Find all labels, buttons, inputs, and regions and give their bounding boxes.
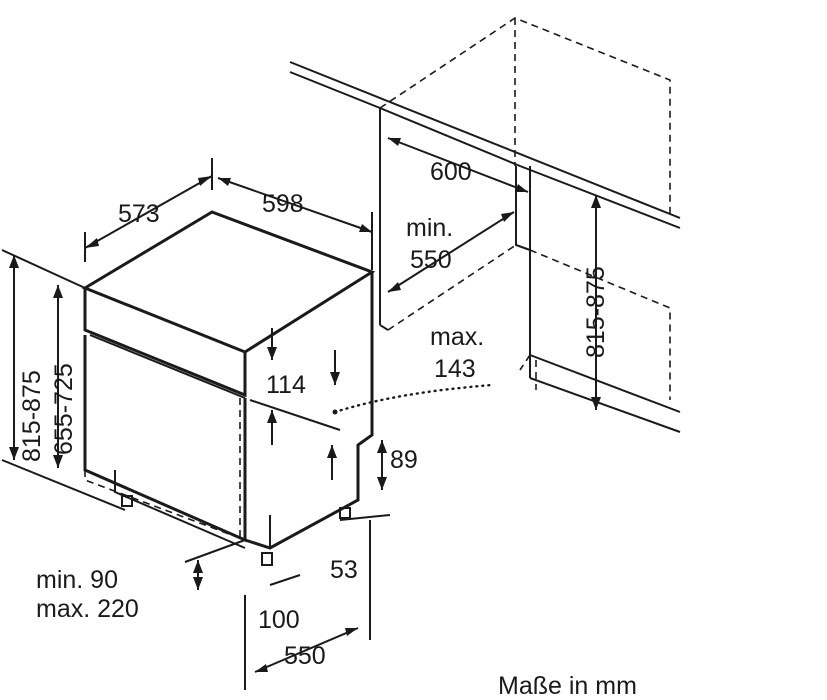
label-143: 143 [434, 355, 476, 383]
label-89: 89 [390, 446, 418, 474]
label-left-655-725: 655-725 [50, 363, 78, 455]
label-573: 573 [118, 200, 160, 228]
label-100: 100 [258, 606, 300, 634]
label-left-815-875: 815-875 [18, 370, 46, 462]
dimension-lines [1, 137, 597, 690]
label-598: 598 [262, 190, 304, 218]
label-niche-min: min. [406, 214, 453, 242]
label-plinth-min: min. 90 [36, 566, 118, 594]
label-53: 53 [330, 556, 358, 584]
label-plinth-max: max. 220 [36, 595, 139, 623]
worktop-outline [289, 61, 681, 433]
dishwasher-body [81, 210, 376, 566]
label-550-bottom: 550 [284, 642, 326, 670]
upper-cabinet-dashed [379, 17, 671, 400]
dimension-labels: 573 598 600 min. 550 max. 143 114 89 min… [18, 158, 637, 700]
label-max: max. [430, 323, 484, 351]
arrow-heads [9, 138, 601, 672]
label-niche-550: 550 [410, 246, 452, 274]
label-600: 600 [430, 158, 472, 186]
label-right-815-875: 815-875 [582, 266, 610, 358]
label-114: 114 [266, 371, 306, 399]
caption-units: Maße in mm [498, 672, 637, 700]
